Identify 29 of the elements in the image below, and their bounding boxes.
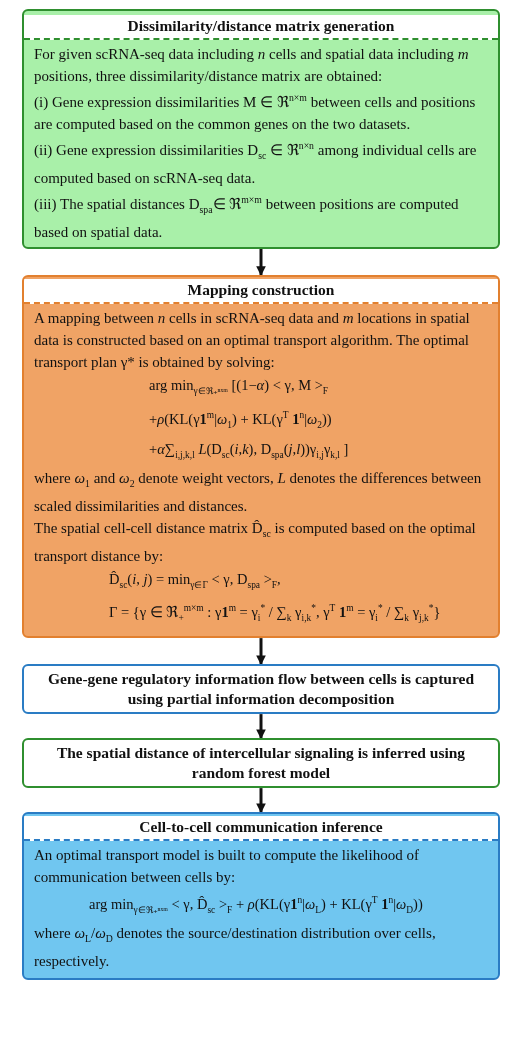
description-text: For given scRNA-seq data including n cells and spatial data including m positions, three dissimilarity/distance matrix are obtained: xyxy=(33,45,470,86)
formula: +α∑$_{i,j,k,l}$ L(D$_{sc}$(i,k), D$_{spa}$(j,l))γ$_{i,j}$γ$_{k,l}$ ] xyxy=(148,439,350,462)
process-box xyxy=(22,738,500,789)
section-heading: Dissimilarity/distance matrix generation xyxy=(24,15,498,40)
description-text: (i) Gene expression dissimilarities M ∈ ℜ$^{n×m}$ between cells and positions are computed based on the common genes on the two datasets. xyxy=(33,91,477,134)
description-text: An optimal transport model is built to compute the likelihood of communication between cells by: xyxy=(33,846,420,888)
description-text: A mapping between n cells in scRNA-seq data and m locations in spatial data is constructed based on an optimal transport algorithm. The optimal transport plan γ* is obtained by solving: xyxy=(33,309,471,372)
formula: arg min$_{γ∈ℜ₊ⁿˣᵐ}$ < γ, D̂$_{sc}$ >$_{F}$ + ρ(KL(γ1$^{n}$|ω$_{L}$) + KL(γ$^{T}$ 1$^{n}$|ω$_{D}$)) xyxy=(88,894,424,917)
process-box xyxy=(22,664,500,715)
arrow xyxy=(256,638,266,666)
section-heading: Cell-to-cell communication inference xyxy=(24,816,498,842)
arrow xyxy=(256,714,266,740)
description-text: (ii) Gene expression dissimilarities D$_{sc}$ ∈ ℜ$^{n×n}$ among individual cells are computed based on scRNA-seq data. xyxy=(33,139,478,188)
formula: arg min$_{γ∈ℜ₊ⁿˣᵐ}$ [(1−α) < γ, M >$_{F}$ xyxy=(148,376,330,398)
description-text: The spatial cell-cell distance matrix D̂$_{sc}$ is computed based on the optimal transport distance by: xyxy=(33,518,477,566)
formula: Γ = {γ ∈ ℜ$_{+}$$^{m×m}$ : γ1$^{m}$ = γ$_{i}$$^{*}$ / ∑$_{k}$ γ$_{i,k}$$^{*}$, γ$^{T}$ 1$^{m}$ = γ$_{i}$$^{*}$ / ∑$_{k}$ γ$_{j,k}$$^{*}$} xyxy=(108,602,442,626)
description-text: (iii) The spatial distances D$_{spa}$∈ ℜ$^{m×m}$ between positions are computed based on spatial data. xyxy=(33,193,460,242)
formula: +ρ(KL(γ1$^{m}$|ω$_{1}$) + KL(γ$^{T}$ 1$^{n}$|ω$_{2}$)) xyxy=(148,408,333,432)
arrow xyxy=(256,788,266,814)
description-text: where ω$_{1}$ and ω$_{2}$ denote weight vectors, L denotes the differences between scaled dissimilarities and distances. xyxy=(33,468,483,516)
formula: D̂$_{sc}$(i, j) = min$_{γ∈Γ}$ < γ, D$_{spa}$ >$_{F}$, xyxy=(108,569,282,592)
process-box xyxy=(22,812,500,980)
arrow xyxy=(256,249,266,276)
section-heading: Mapping construction xyxy=(24,279,498,304)
process-box xyxy=(22,275,500,639)
step-text: The spatial distance of intercellular signaling is inferred using random forest model xyxy=(55,743,467,784)
process-box xyxy=(22,9,500,249)
description-text: where ω$_{L}$/ω$_{D}$ denotes the source/destination distribution over cells, respectively. xyxy=(33,923,437,971)
step-text: Gene-gene regulatory information flow between cells is captured using partial information decomposition xyxy=(46,669,475,710)
